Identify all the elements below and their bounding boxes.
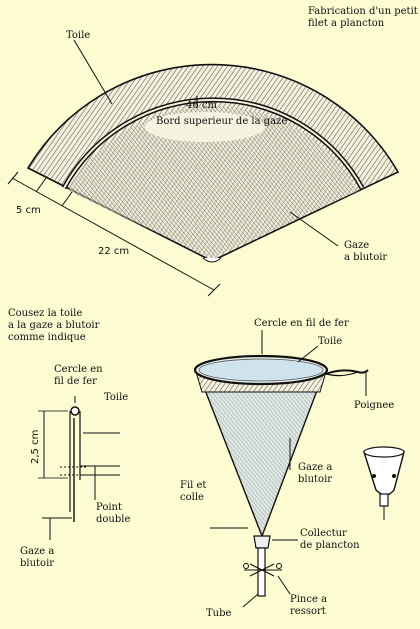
label-bord-superieur: Bord superieur de la gaze	[156, 116, 288, 127]
label-22cm: 22 cm	[98, 246, 130, 257]
label-collecteur: Collectur de plancton	[300, 528, 360, 551]
plankton-net	[193, 330, 405, 608]
label-gaze-net: Gaze a blutoir	[298, 462, 333, 485]
label-gaze-detail: Gaze a blutoir	[20, 546, 55, 569]
label-toile-top: Toile	[66, 30, 91, 41]
label-2-5cm: 2,5 cm	[30, 429, 41, 464]
dimension-lines-top	[7, 39, 339, 297]
fan-cutout	[26, 63, 400, 263]
figure-title: Fabrication d'un petit filet a plancton	[308, 6, 418, 29]
collector-jar	[362, 446, 405, 520]
label-46cm: 46 cm	[186, 100, 217, 111]
seam-detail	[38, 396, 120, 540]
label-fil-colle: Fil et colle	[180, 480, 207, 503]
instruction-text: Cousez la toile a la gaze a blutoir comm…	[8, 308, 100, 343]
label-cercle-net: Cercle en fil de fer	[254, 318, 349, 329]
label-toile-detail: Toile	[104, 392, 129, 403]
label-pince: Pince a ressort	[290, 594, 328, 617]
label-tube: Tube	[206, 608, 232, 619]
label-point-double: Point double	[96, 502, 131, 525]
label-5cm: 5 cm	[16, 205, 41, 216]
label-cercle-detail: Cercle en fil de fer	[54, 364, 103, 387]
label-gaze-top: Gaze a blutoir	[344, 240, 388, 263]
label-toile-net: Toile	[318, 336, 343, 347]
label-poignee: Poignee	[354, 400, 395, 411]
